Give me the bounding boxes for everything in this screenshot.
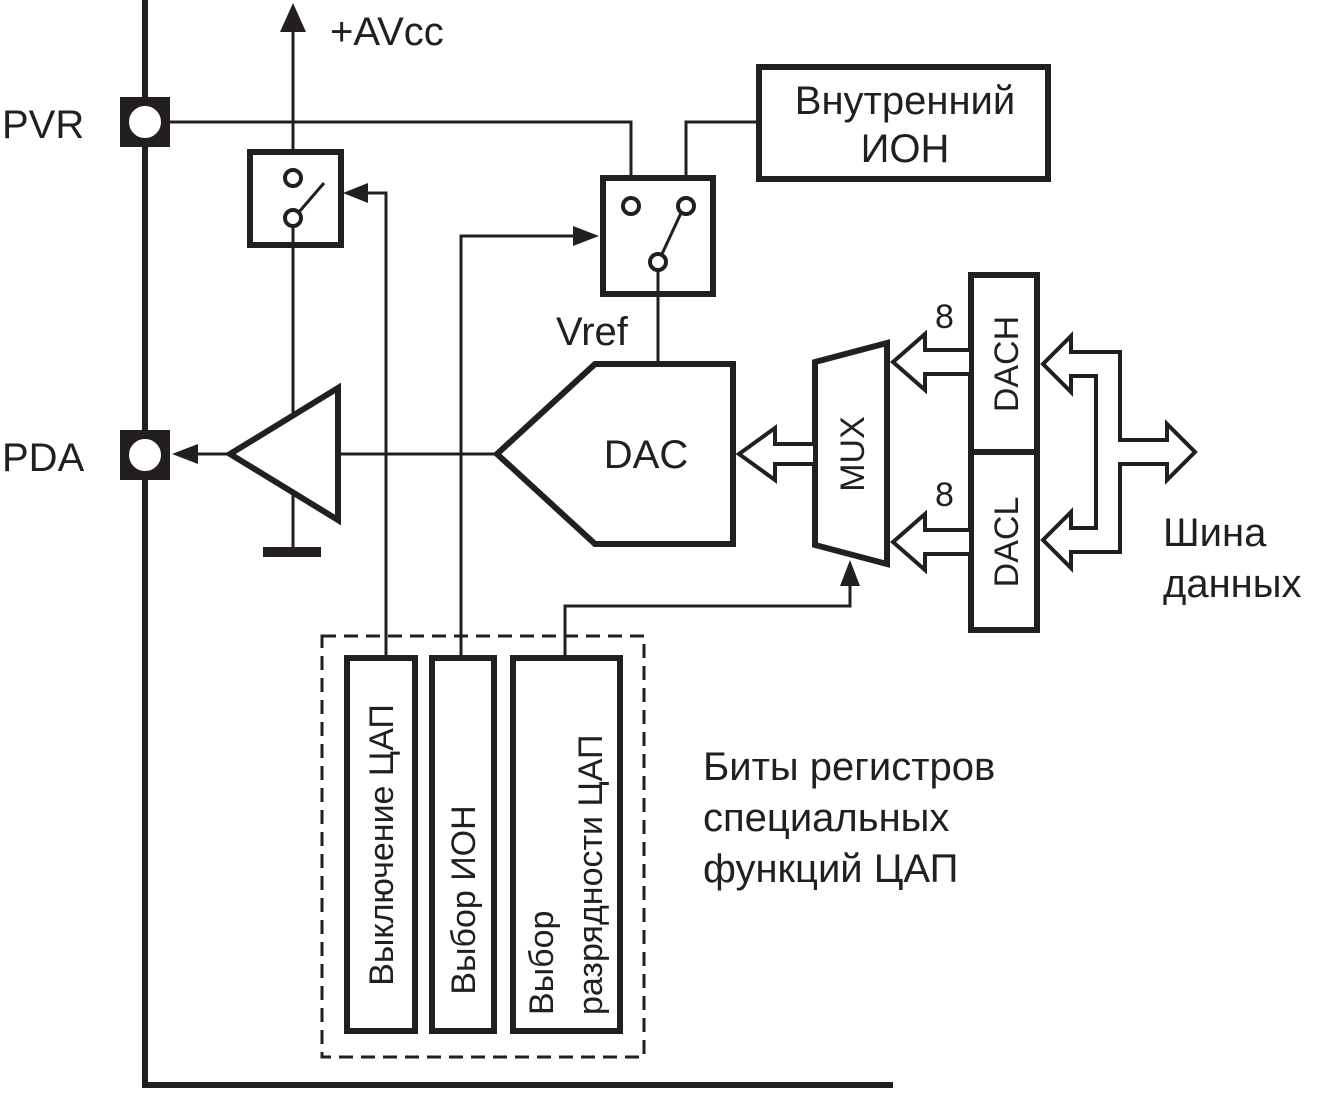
data-bus-arrow xyxy=(1040,331,1198,573)
bit-res-label-line1: Выбор xyxy=(523,911,561,1015)
pda-label: PDA xyxy=(2,436,85,480)
pvr-label: PVR xyxy=(2,103,84,147)
ref-select-control-wire xyxy=(459,234,575,658)
data-bus-label-line2: данных xyxy=(1163,562,1302,606)
bit-resolution-select: Выбор разрядности ЦАП xyxy=(510,655,623,1034)
dacl-to-mux-bus-arrow xyxy=(889,509,973,575)
bit-dac-off-label: Выключение ЦАП xyxy=(363,704,401,986)
chip-boundary xyxy=(142,0,893,1088)
internal-ref-line1: Внутренний xyxy=(795,79,1015,123)
vref-label: Vref xyxy=(556,310,629,354)
avcc-label: +AVcc xyxy=(330,10,444,54)
register-bits-group xyxy=(320,634,646,1059)
dach-label: DACH xyxy=(988,316,1026,412)
dac-off-control-wire xyxy=(360,191,388,658)
ref-select-control-arrow xyxy=(573,226,599,246)
output-buffer xyxy=(224,382,341,526)
caption-line1: Биты регистров xyxy=(703,745,995,789)
avcc-arrow xyxy=(280,3,306,32)
pda-pad xyxy=(120,430,170,480)
bits-high-label: 8 xyxy=(935,298,954,336)
pvr-pad xyxy=(120,97,170,147)
bit-ref-select-label: Выбор ИОН xyxy=(445,805,483,994)
dacl-label: DACL xyxy=(988,497,1026,588)
internal-ref-box: Внутренний ИОН xyxy=(756,64,1051,182)
caption-line3: функций ЦАП xyxy=(703,847,958,891)
bit-res-label-line2: разрядности ЦАП xyxy=(572,735,610,1015)
pvr-wire xyxy=(170,120,633,198)
data-bus-label-line1: Шина xyxy=(1163,511,1267,555)
dac-block: DAC xyxy=(492,361,736,547)
res-select-control-arrow xyxy=(840,560,860,586)
pda-output-arrow xyxy=(172,444,198,464)
mux-label: MUX xyxy=(834,416,872,492)
internal-ref-wire xyxy=(684,120,759,198)
power-switch xyxy=(247,149,344,248)
res-select-control-wire xyxy=(563,585,852,658)
ref-select-switch xyxy=(600,175,716,297)
dac-register: DACH DACL xyxy=(968,272,1040,633)
dac-off-control-arrow xyxy=(343,183,368,203)
dach-to-mux-bus-arrow xyxy=(889,329,973,395)
internal-ref-line2: ИОН xyxy=(861,127,950,171)
bit-dac-off: Выключение ЦАП xyxy=(344,655,418,1034)
dac-label: DAC xyxy=(604,433,688,477)
ground-symbol xyxy=(263,547,321,557)
mux-to-dac-bus-arrow xyxy=(735,424,817,484)
mux-block: MUX xyxy=(812,339,890,568)
caption-line2: специальных xyxy=(703,796,949,840)
bits-low-label: 8 xyxy=(935,476,954,514)
bit-ref-select: Выбор ИОН xyxy=(429,655,497,1034)
